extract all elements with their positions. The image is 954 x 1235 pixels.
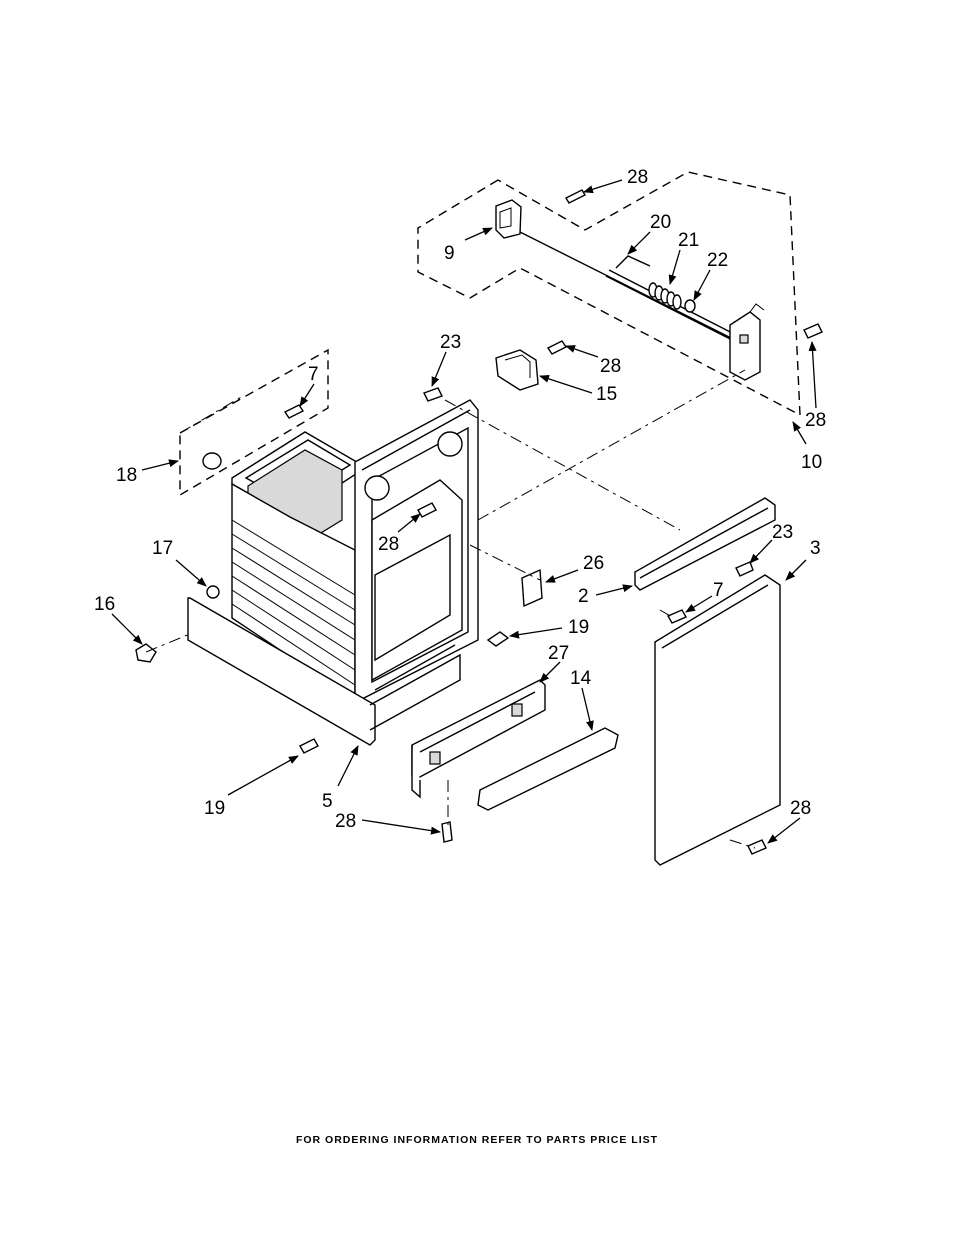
callout-14: 14 — [570, 668, 592, 689]
callout-5: 5 — [322, 791, 333, 812]
callout-22: 22 — [707, 250, 728, 271]
callout-19-mid: 19 — [568, 617, 589, 638]
callout-27: 27 — [548, 643, 569, 664]
leader-lines — [111, 179, 817, 844]
callout-20: 20 — [650, 212, 671, 233]
callout-7-right: 7 — [713, 580, 724, 601]
callout-3: 3 — [810, 538, 821, 559]
callout-28-right: 28 — [805, 410, 826, 431]
callout-labels: 28 9 20 21 22 23 28 15 28 10 7 18 28 23 … — [94, 167, 826, 832]
callout-2: 2 — [578, 586, 589, 607]
callout-18: 18 — [116, 465, 137, 486]
callout-19-low: 19 — [204, 798, 225, 819]
left-panel-group — [179, 348, 329, 497]
callout-21: 21 — [678, 230, 699, 251]
door-group — [634, 497, 781, 866]
callout-28-cabinet: 28 — [378, 534, 399, 555]
main-cabinet — [187, 399, 479, 746]
callout-15: 15 — [596, 384, 617, 405]
hinge-kit-group — [417, 171, 801, 417]
callout-16: 16 — [94, 594, 115, 615]
callout-10: 10 — [801, 452, 822, 473]
callout-9: 9 — [444, 243, 455, 264]
spring-part — [648, 282, 682, 310]
bracket-group — [423, 340, 568, 402]
drawer-group — [411, 679, 619, 811]
callout-23-top: 23 — [440, 332, 461, 353]
callout-26: 26 — [583, 553, 604, 574]
ordering-info-footer: FOR ORDERING INFORMATION REFER TO PARTS … — [295, 1134, 659, 1146]
callout-28-top: 28 — [627, 167, 648, 188]
alignment-lines — [145, 369, 756, 849]
callout-17: 17 — [152, 538, 173, 559]
callout-28-bottom: 28 — [335, 811, 356, 832]
callout-23-right: 23 — [772, 522, 793, 543]
callout-28-door: 28 — [790, 798, 811, 819]
small-parts — [135, 323, 823, 855]
callout-7-left: 7 — [308, 364, 319, 385]
callout-28-bracket: 28 — [600, 356, 621, 377]
